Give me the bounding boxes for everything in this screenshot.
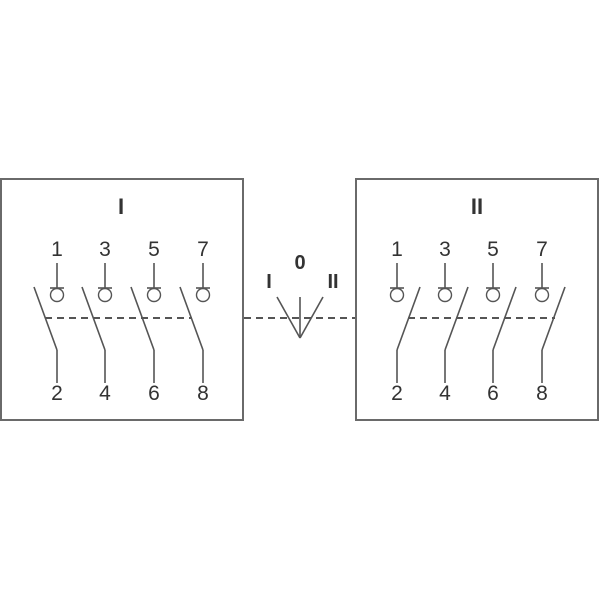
panel-I-terminal-1: 1 — [51, 238, 63, 261]
contact-terminal-icon — [195, 287, 211, 303]
panel-I-terminal-6: 6 — [148, 382, 160, 405]
panel-II-contact-7 — [534, 263, 566, 383]
panel-II-terminal-3: 3 — [439, 238, 451, 261]
panel-I-terminal-4: 4 — [99, 382, 111, 405]
panel-I-heading: I — [118, 194, 124, 219]
panel-II-terminal-4: 4 — [439, 382, 451, 405]
contact-terminal-icon — [49, 287, 65, 303]
panel-I: I 1 3 5 7 — [0, 178, 244, 421]
contact-terminal-icon — [389, 287, 405, 303]
contact-terminal-icon — [146, 287, 162, 303]
contact-terminal-icon — [485, 287, 501, 303]
selector-position-0: 0 — [294, 252, 305, 274]
panel-II-terminal-6: 6 — [487, 382, 499, 405]
contact-terminal-icon — [97, 287, 113, 303]
contact-terminal-icon — [534, 287, 550, 303]
panel-I-terminal-7: 7 — [197, 238, 209, 261]
selector: 0 I II — [244, 252, 356, 339]
panel-I-terminal-2: 2 — [51, 382, 63, 405]
panel-II-terminal-8: 8 — [536, 382, 548, 405]
panel-II-terminal-5: 5 — [487, 238, 499, 261]
panel-II-terminal-2: 2 — [391, 382, 403, 405]
panel-II-heading: II — [471, 194, 483, 219]
selector-position-I: I — [266, 271, 272, 293]
panel-II-terminal-7: 7 — [536, 238, 548, 261]
panel-I-terminal-8: 8 — [197, 382, 209, 405]
panel-I-terminal-3: 3 — [99, 238, 111, 261]
panel-I-terminal-5: 5 — [148, 238, 160, 261]
selector-position-II: II — [327, 271, 338, 293]
selector-arrow-icon — [276, 296, 324, 339]
contact-terminal-icon — [437, 287, 453, 303]
panel-II: II 1 3 5 7 — [355, 178, 599, 421]
panel-II-terminal-1: 1 — [391, 238, 403, 261]
